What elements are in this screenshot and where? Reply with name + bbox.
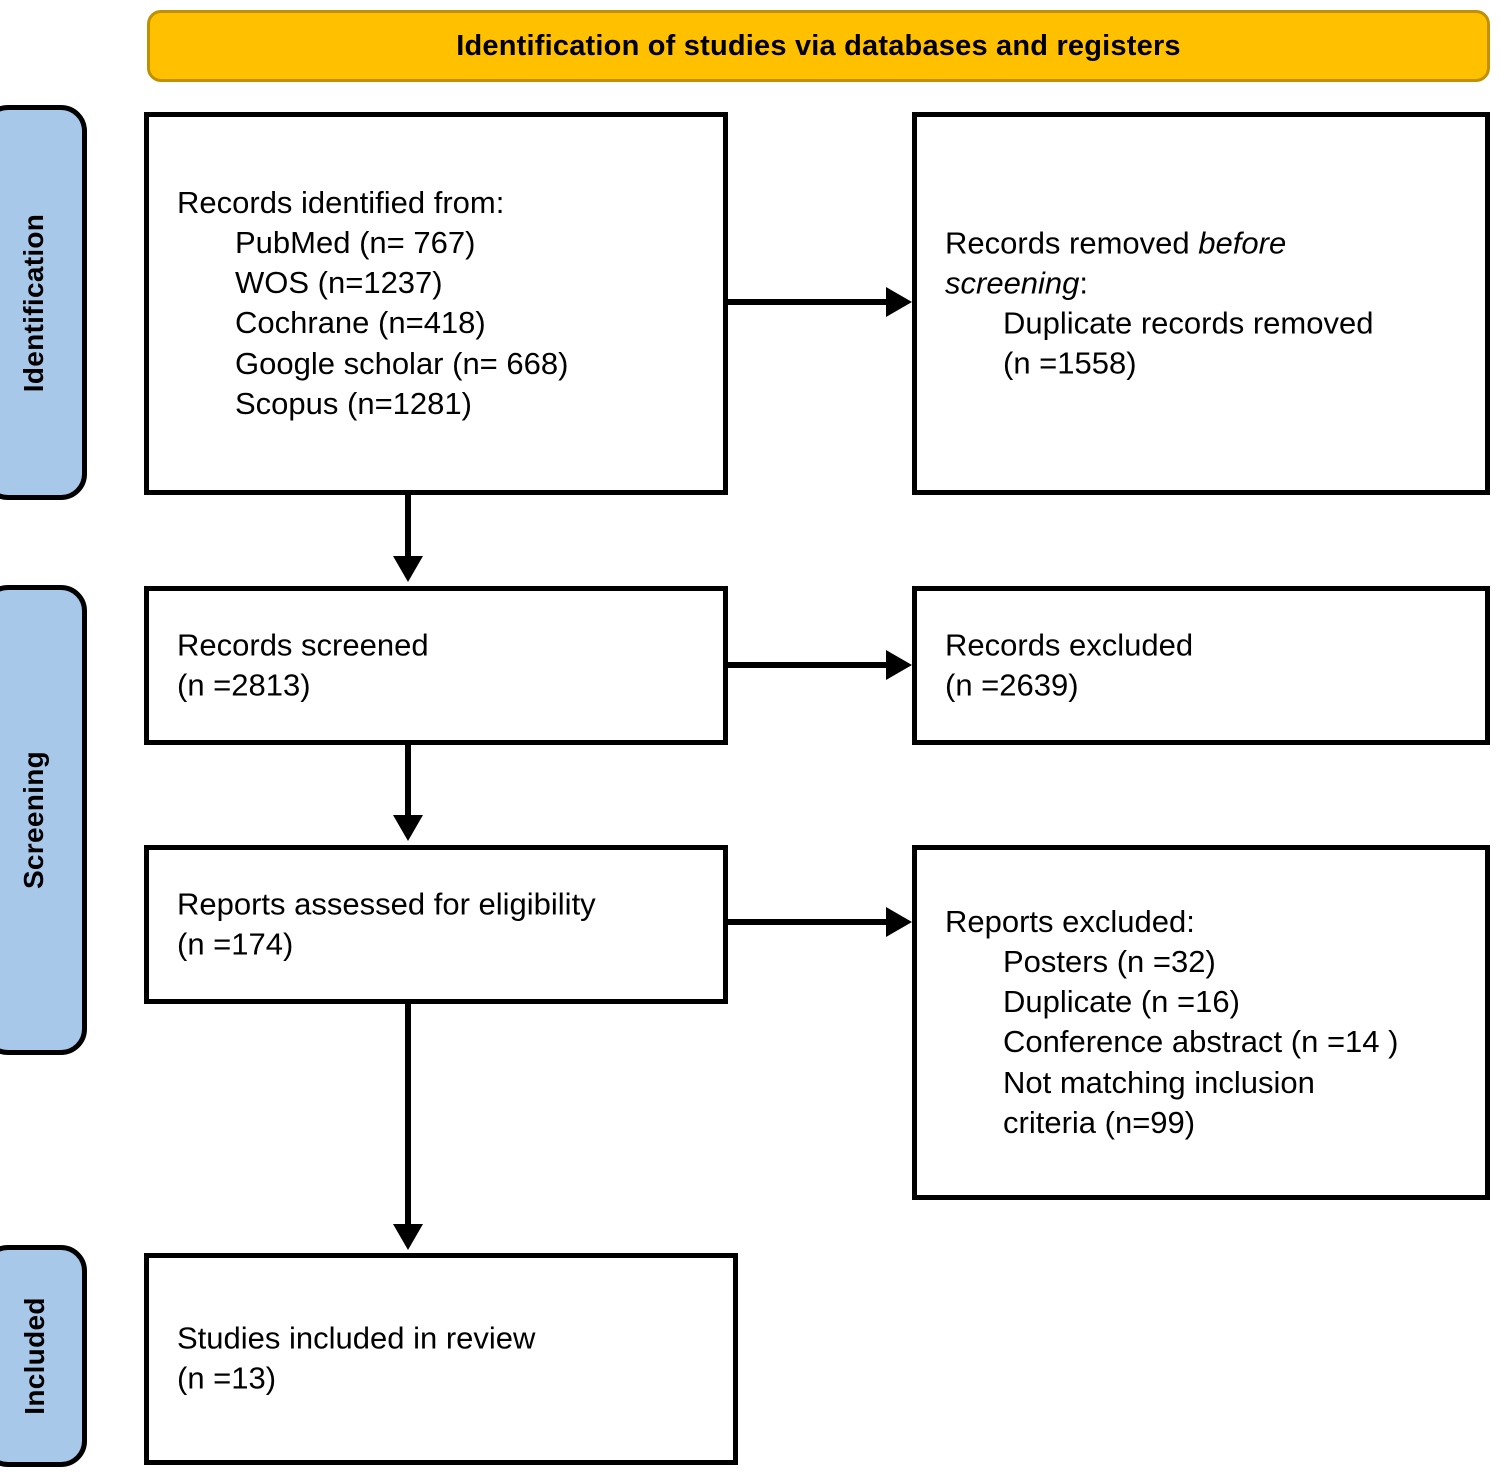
box-heading: Records excluded [945,627,1194,663]
reason-not-matching-inclusion: Not matching inclusion [1003,1064,1315,1100]
connector-eligibility-to-included [405,1004,411,1226]
arrow-right-icon [886,287,912,317]
box-heading: Studies included in review [177,1320,536,1356]
box-count: (n =2813) [177,667,311,703]
source-wos: WOS (n=1237) [235,265,443,301]
arrow-down-icon [393,1224,423,1250]
page-title: Identification of studies via databases … [456,29,1181,62]
box-reports-assessed-for-eligibility: Reports assessed for eligibility (n =174… [144,845,728,1004]
reason-criteria-count: criteria (n=99) [1003,1105,1196,1141]
box-heading-line-2: screening: [945,263,1471,303]
phase-label-text: Screening [18,750,50,890]
duplicate-records-removed-label: Duplicate records removed [1003,305,1374,341]
box-reports-excluded: Reports excluded: Posters (n =32) Duplic… [912,845,1490,1200]
box-content: Reports assessed for eligibility (n =174… [177,884,709,965]
arrow-right-icon [886,650,912,680]
phase-label-text: Identification [18,213,50,392]
source-google-scholar: Google scholar (n= 668) [235,345,569,381]
heading-prefix: Records removed [945,224,1199,260]
box-heading: Reports assessed for eligibility [177,886,596,922]
box-count: (n =174) [177,926,294,962]
box-content: Records removed before screening: Duplic… [945,223,1471,384]
phase-label-identification: Identification [0,105,87,500]
source-cochrane: Cochrane (n=418) [235,305,486,341]
box-count: (n =13) [177,1361,277,1396]
source-pubmed: PubMed (n= 767) [235,224,476,260]
arrow-down-icon [393,556,423,582]
reason-posters: Posters (n =32) [1003,943,1216,979]
reason-conference-abstract: Conference abstract (n =14 ) [1003,1024,1399,1060]
arrow-right-icon [886,907,912,937]
connector-identified-to-screened [405,495,411,560]
box-heading-line-1: Records removed before [945,223,1471,263]
heading-italic-before: before [1198,224,1287,260]
connector-screened-to-records-excluded [728,662,888,668]
box-content: Records identified from: PubMed (n= 767)… [177,183,709,425]
heading-suffix: : [1079,265,1089,301]
phase-label-screening: Screening [0,585,87,1055]
box-content: Records excluded (n =2639) [945,625,1471,706]
phase-label-included: Included [0,1245,87,1467]
box-count: (n =2639) [945,667,1079,703]
box-records-excluded: Records excluded (n =2639) [912,586,1490,745]
connector-screened-to-eligibility [405,745,411,817]
box-content: Reports excluded: Posters (n =32) Duplic… [945,902,1471,1144]
box-content: Studies included in review (n =13) [177,1319,719,1400]
phase-label-text: Included [18,1297,50,1415]
box-records-identified: Records identified from: PubMed (n= 767)… [144,112,728,495]
box-studies-included-in-review: Studies included in review (n =13) [144,1253,738,1465]
source-scopus: Scopus (n=1281) [235,386,472,422]
box-heading: Reports excluded: [945,903,1195,939]
box-heading: Records identified from: [177,184,505,220]
duplicate-records-removed-count: (n =1558) [1003,345,1137,381]
box-records-removed-before-screening: Records removed before screening: Duplic… [912,112,1490,495]
box-heading: Records screened [177,627,429,663]
heading-italic-screening: screening [945,265,1080,301]
box-records-screened: Records screened (n =2813) [144,586,728,745]
connector-identified-to-removed [728,299,888,305]
box-content: Records screened (n =2813) [177,625,709,706]
reason-duplicate: Duplicate (n =16) [1003,984,1240,1020]
connector-eligibility-to-reports-excluded [728,919,888,925]
arrow-down-icon [393,815,423,841]
diagram-header-banner: Identification of studies via databases … [147,10,1490,82]
